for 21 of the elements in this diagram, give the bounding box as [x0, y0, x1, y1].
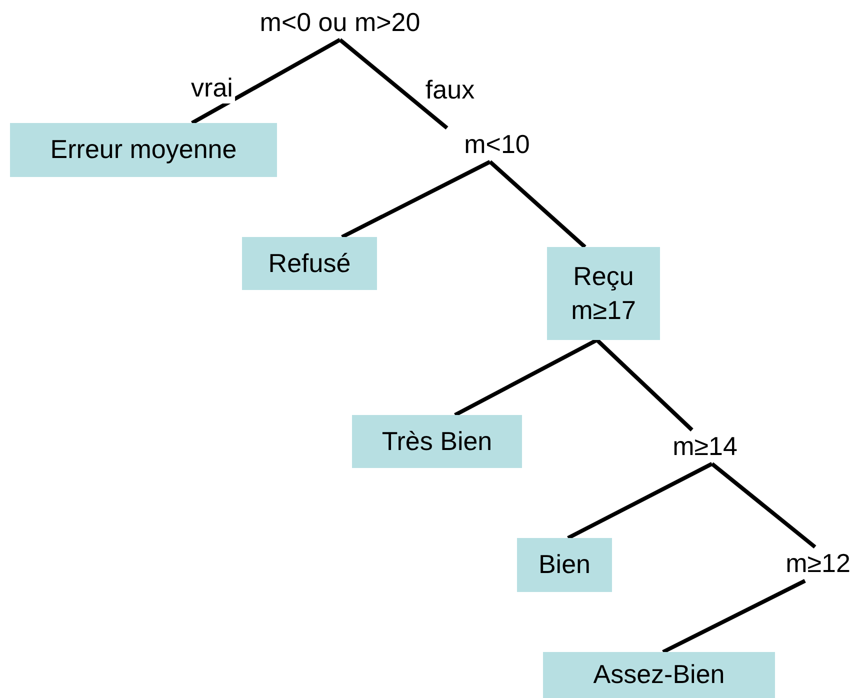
result-box: Assez-Bien: [543, 652, 775, 698]
result-box: Refusé: [242, 237, 377, 290]
branch-line: [596, 338, 694, 432]
branch-line: [341, 160, 491, 239]
condition-text: m≥12: [786, 547, 850, 581]
condition-text: m≥14: [672, 430, 738, 464]
result-box: [547, 247, 660, 340]
branch-line: [662, 579, 806, 654]
branch-line: [454, 338, 598, 417]
result-box: Erreur moyenne: [10, 123, 277, 177]
result-box: Très Bien: [352, 415, 522, 468]
branch-line: [488, 160, 586, 248]
condition-text: m<10: [464, 128, 530, 162]
branch-line: [338, 38, 448, 130]
condition-text: m<0 ou m>20: [260, 6, 420, 40]
result-box: Bien: [517, 538, 612, 592]
box-text: m≥17: [571, 294, 636, 326]
branch-line: [567, 462, 713, 540]
branch-line: [710, 462, 816, 549]
branch-line: [191, 38, 341, 125]
box-text: Reçu: [573, 260, 634, 293]
